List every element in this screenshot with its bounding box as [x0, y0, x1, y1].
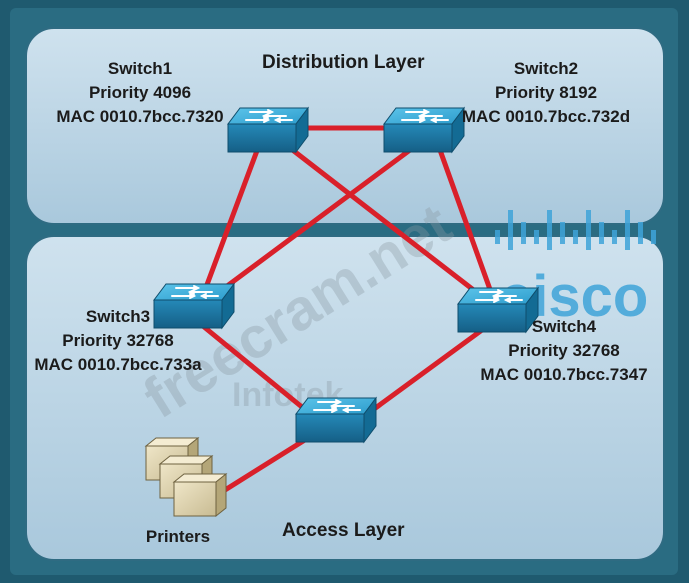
access-layer-label: Access Layer — [282, 520, 405, 541]
switch3-priority: Priority 32768 — [62, 331, 174, 350]
printers-label: Printers — [146, 527, 210, 546]
switch1-icon — [227, 107, 309, 153]
cisco-bars-icon — [495, 210, 656, 250]
access-switch-icon — [295, 397, 377, 443]
switch4-icon — [457, 287, 539, 333]
link-access-printers — [222, 435, 311, 493]
switch1-name: Switch1 — [108, 59, 172, 78]
switch1-mac: MAC 0010.7bcc.7320 — [56, 107, 223, 126]
switch3-mac: MAC 0010.7bcc.733a — [34, 355, 202, 374]
link-switch1-switch3 — [202, 145, 261, 293]
switch2-icon — [383, 107, 465, 153]
switch1-priority: Priority 4096 — [89, 83, 191, 102]
links — [195, 125, 495, 493]
link-switch3-access — [195, 319, 311, 415]
link-switch1-switch4 — [287, 145, 483, 298]
distribution-layer-label: Distribution Layer — [262, 52, 425, 73]
link-switch2-switch4 — [437, 147, 495, 298]
switch3-name: Switch3 — [86, 307, 150, 326]
link-switch4-access — [367, 327, 485, 415]
switch2-name: Switch2 — [514, 59, 578, 78]
switch4-priority: Priority 32768 — [508, 341, 620, 360]
switch4-name: Switch4 — [532, 317, 597, 336]
link-switch2-switch3 — [212, 147, 413, 298]
switch2-priority: Priority 8192 — [495, 83, 597, 102]
switch3-icon — [153, 283, 235, 329]
switch2-mac: MAC 0010.7bcc.732d — [462, 107, 630, 126]
switch4-mac: MAC 0010.7bcc.7347 — [480, 365, 647, 384]
printers-icon — [144, 436, 228, 518]
